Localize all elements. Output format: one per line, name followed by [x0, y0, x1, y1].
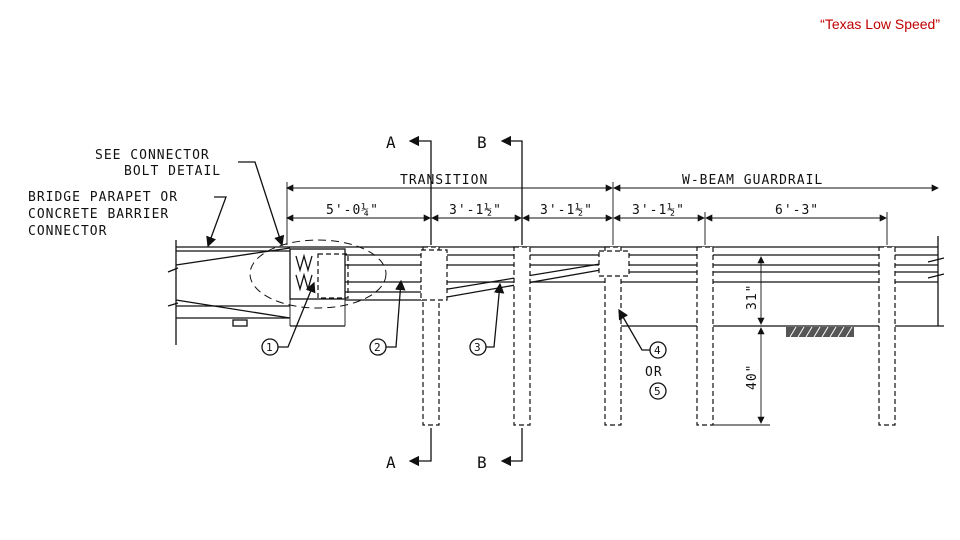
transition-label: TRANSITION	[400, 173, 488, 188]
svg-text:CONCRETE BARRIER: CONCRETE BARRIER	[28, 207, 169, 222]
post-embed-label: 40"	[745, 364, 760, 390]
ground-hatch	[786, 326, 854, 338]
slide-title: “Texas Low Speed”	[820, 16, 940, 32]
callout-2: 2	[369, 279, 406, 356]
post-3	[604, 246, 622, 426]
callout-4-or-5: 4 OR 5	[618, 308, 667, 400]
see-connector-leader	[238, 161, 285, 247]
overall-dimensions: TRANSITION W-BEAM GUARDRAIL	[286, 173, 939, 245]
bridge-parapet	[167, 240, 938, 345]
posts	[420, 246, 896, 426]
bridge-parapet-label: BRIDGE PARAPET OR CONCRETE BARRIER CONNE…	[28, 190, 178, 239]
blockout-3	[598, 250, 630, 277]
svg-text:2: 2	[374, 341, 381, 354]
callout-3: 3	[469, 282, 505, 356]
svg-text:A: A	[386, 453, 396, 472]
dimension-4: 3'-1½"	[632, 203, 685, 218]
post-5	[878, 246, 896, 426]
blockout-1	[420, 249, 448, 301]
post-4	[696, 246, 714, 426]
bridge-parapet-leader	[206, 196, 227, 248]
post-2	[513, 246, 531, 426]
section-b-bottom: B	[477, 428, 523, 472]
svg-text:1: 1	[266, 341, 273, 354]
svg-text:SEE CONNECTOR: SEE CONNECTOR	[95, 148, 210, 163]
see-connector-label: SEE CONNECTOR BOLT DETAIL	[95, 148, 221, 179]
callout-1: 1	[261, 281, 316, 356]
svg-text:4: 4	[654, 344, 661, 357]
terminal-connector	[249, 239, 387, 326]
svg-text:A: A	[386, 133, 396, 152]
dimension-2: 3'-1½"	[449, 203, 502, 218]
svg-text:B: B	[477, 453, 487, 472]
svg-text:5: 5	[654, 385, 661, 398]
dimension-3: 3'-1½"	[540, 203, 593, 218]
height-dimensions: 31" 40"	[713, 254, 770, 426]
dimension-5: 6'-3"	[775, 203, 819, 218]
svg-text:3: 3	[474, 341, 481, 354]
section-b-top: B	[477, 133, 523, 245]
svg-text:BOLT DETAIL: BOLT DETAIL	[124, 164, 221, 179]
post-spacing-dimensions: 5'-0¼" 3'-1½" 3'-1½" 3'-1½" 6'-3"	[286, 203, 888, 245]
svg-text:B: B	[477, 133, 487, 152]
or-label: OR	[645, 365, 663, 380]
dimension-1: 5'-0¼"	[326, 203, 379, 218]
section-a-top: A	[386, 133, 432, 245]
section-a-bottom: A	[386, 428, 432, 472]
wbeam-guardrail-label: W-BEAM GUARDRAIL	[682, 173, 823, 188]
rail-height-label: 31"	[745, 284, 760, 310]
svg-text:BRIDGE PARAPET OR: BRIDGE PARAPET OR	[28, 190, 178, 205]
svg-text:CONNECTOR: CONNECTOR	[28, 224, 107, 239]
